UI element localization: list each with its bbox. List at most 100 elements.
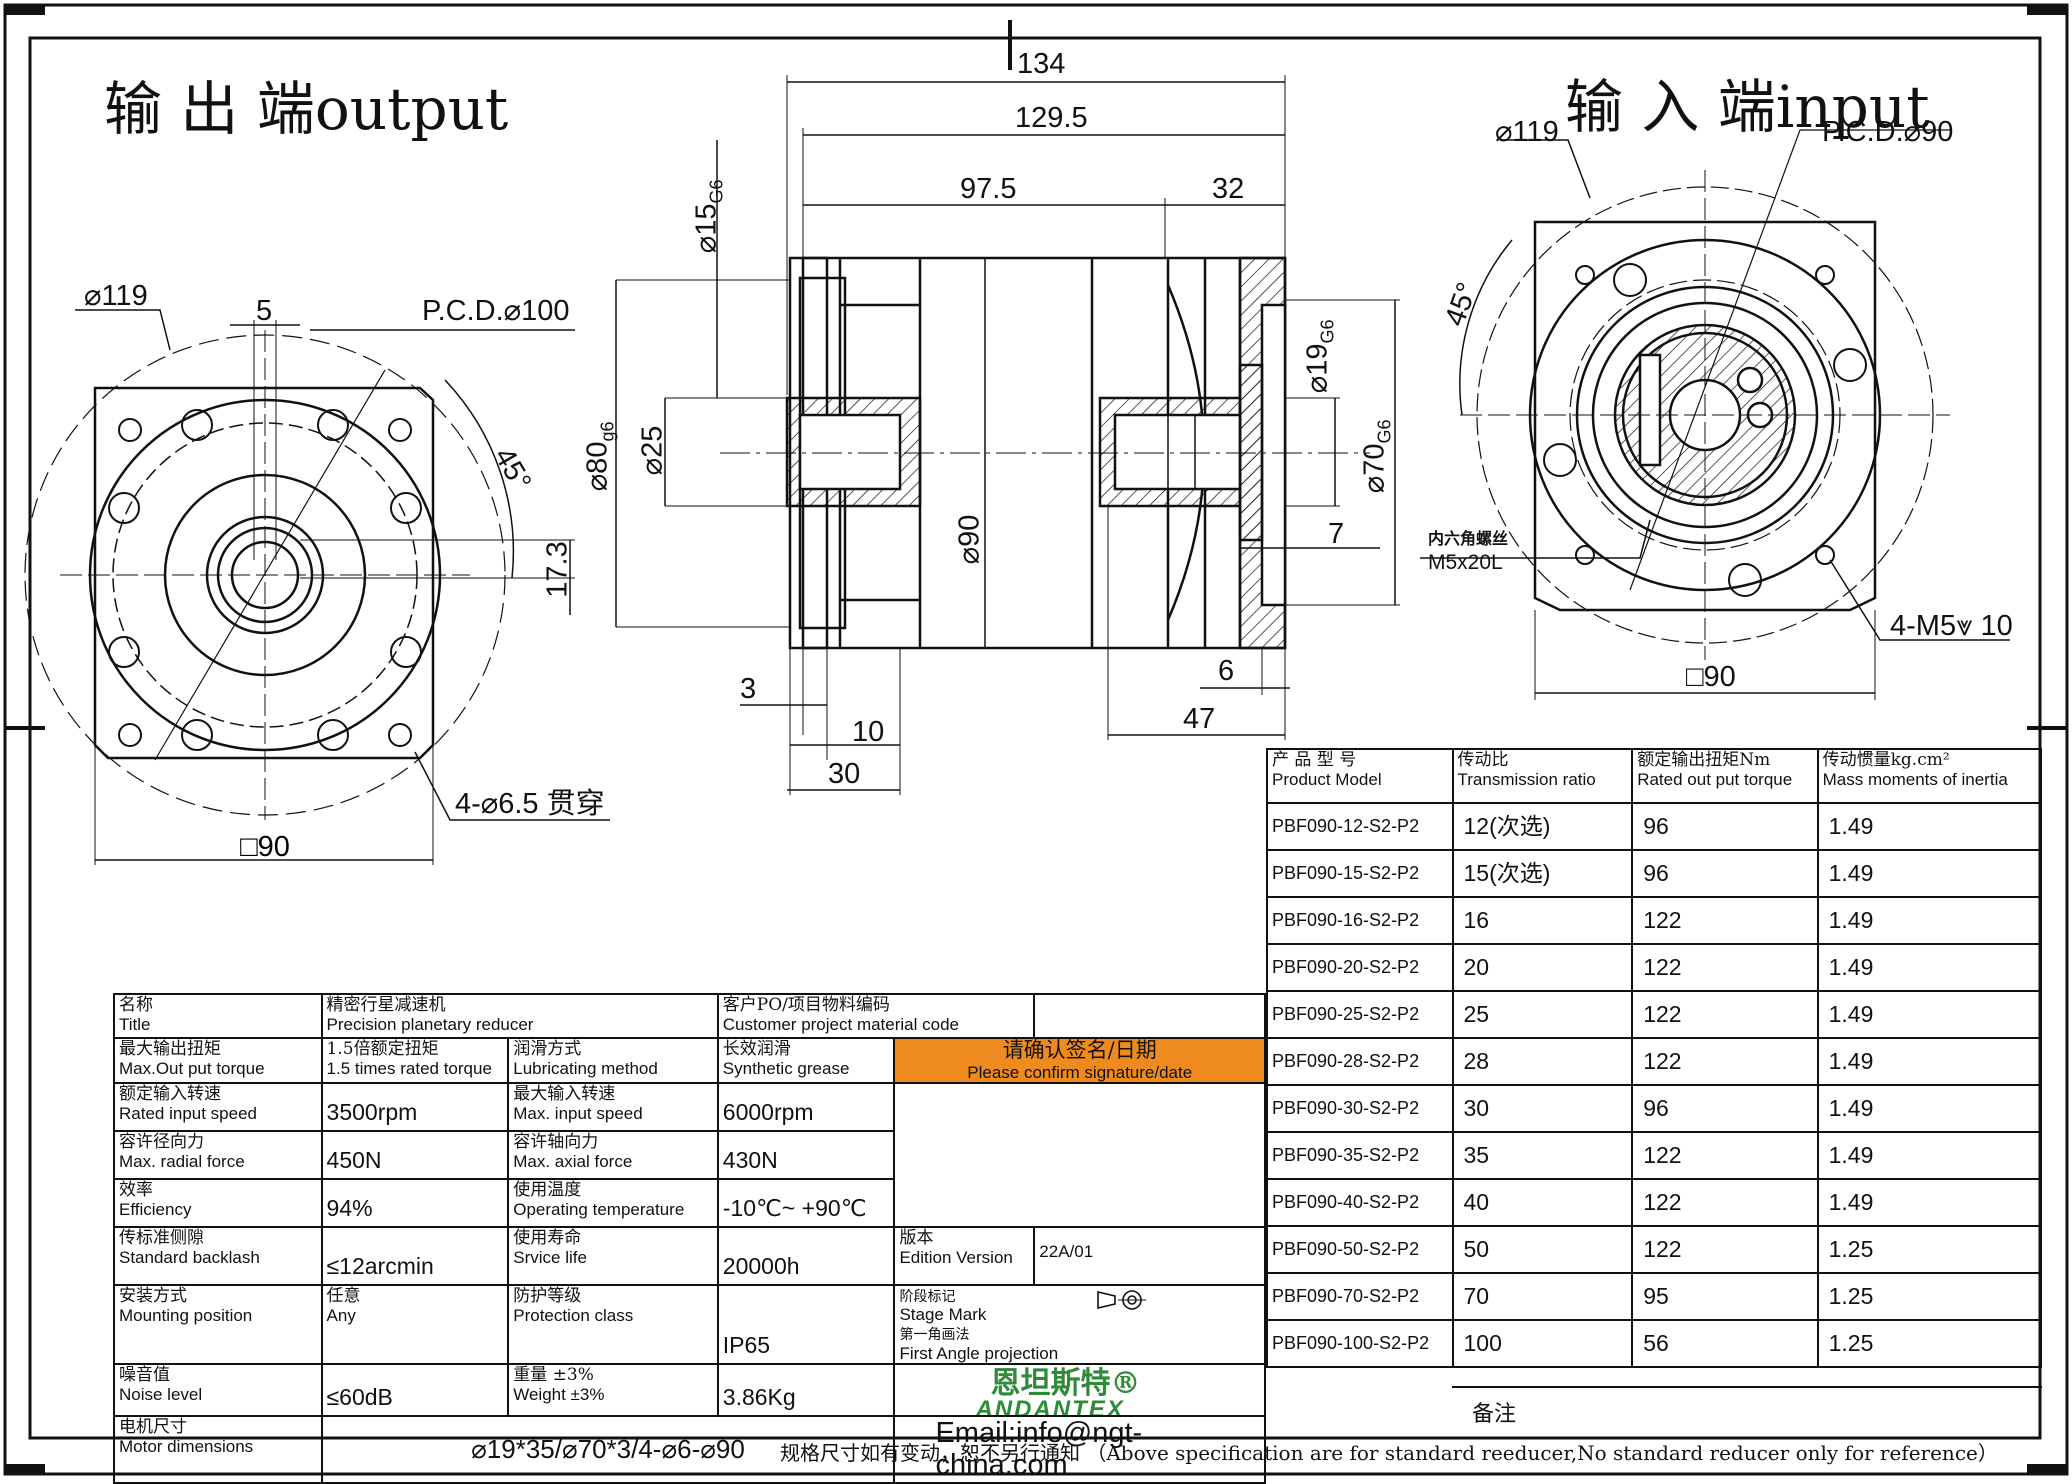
spigot70-dim: ⌀70G6 [1358,419,1395,494]
cell-model: PBF090-35-S2-P2 [1266,1131,1454,1180]
cell-torque: 122 [1631,1131,1819,1180]
d6-dim: 6 [1218,655,1235,687]
len-97-dim: 97.5 [960,173,1017,205]
cell-model: PBF090-25-S2-P2 [1266,990,1454,1039]
logo-cell: 恩坦斯特® ANDANTEX [893,1362,1266,1417]
cell-torque: 122 [1631,1225,1819,1274]
cell-model: PBF090-20-S2-P2 [1266,943,1454,992]
screw-label: M5x20L [1428,551,1503,574]
input-end-view [1420,129,2010,700]
cell-ratio: 20 [1451,943,1634,992]
output-end-view [24,309,610,865]
cell-ratio: 100 [1451,1319,1634,1368]
cell-inertia: 1.49 [1816,896,2043,945]
shaft25-dim: ⌀25 [636,425,669,476]
d7-dim: 7 [1328,518,1345,550]
cell-ratio: 50 [1451,1225,1634,1274]
output-holes-dim: 4-⌀6.5 贯穿 [455,788,605,820]
cell-model: PBF090-12-S2-P2 [1266,802,1454,851]
cell-torque: 95 [1631,1272,1819,1321]
cell-inertia: 1.49 [1816,1084,2043,1133]
cell-ratio: 15(次选) [1451,849,1634,898]
len-129-dim: 129.5 [1015,102,1088,134]
cell-ratio: 28 [1451,1037,1634,1086]
logo-cn: 恩坦斯特® [990,1365,1141,1401]
len-134-dim: 134 [1017,48,1066,80]
input-square-dim: □90 [1686,661,1736,693]
input-dia-dim: ⌀119 [1495,116,1559,148]
cell-torque: 56 [1631,1319,1819,1368]
cell-model: PBF090-28-S2-P2 [1266,1037,1454,1086]
cell-model: PBF090-15-S2-P2 [1266,849,1454,898]
cell-ratio: 70 [1451,1272,1634,1321]
cell-torque: 122 [1631,990,1819,1039]
d47-dim: 47 [1183,703,1216,735]
cell-torque: 122 [1631,1037,1819,1086]
key-height-dim: 17.3 [541,541,574,598]
len-32-dim: 32 [1212,173,1245,205]
cell-torque: 96 [1631,849,1819,898]
output-title: 输 出 端output [104,75,509,143]
screw-cn-label: 内六角螺丝 [1428,531,1509,548]
d30-dim: 30 [828,758,861,790]
cell-ratio: 40 [1451,1178,1634,1227]
cell-inertia: 1.49 [1816,802,2043,851]
customer-blank [1033,993,1266,1039]
input-pcd-dim: P.C.D.⌀90 [1822,116,1954,148]
tap-dim: 4-M5⩔ 10 [1890,610,2013,642]
signature-area[interactable] [893,1081,1266,1228]
d3-dim: 3 [740,673,757,705]
cell-inertia: 1.49 [1816,1037,2043,1086]
input-title: 输 入 端input [1565,73,1930,141]
cell-ratio: 12(次选) [1451,802,1634,851]
cell-inertia: 1.49 [1816,1178,2043,1227]
cell-inertia: 1.49 [1816,849,2043,898]
cell-ratio: 25 [1451,990,1634,1039]
body90-dim: ⌀90 [953,514,986,565]
d10-dim: 10 [852,716,885,748]
cell-model: PBF090-50-S2-P2 [1266,1225,1454,1274]
cell-inertia: 1.25 [1816,1225,2043,1274]
email[interactable]: Email:info@ngt-china.com [893,1414,1266,1484]
motor-dims: ⌀19*35/⌀70*3/4-⌀6-⌀90 [320,1414,896,1484]
footer-note: 规格尺寸如有变动，恕不另行通知 （Above specification are… [780,1441,1998,1465]
cell-model: PBF090-100-S2-P2 [1266,1319,1454,1368]
cell-ratio: 35 [1451,1131,1634,1180]
pilot80-dim: ⌀80g6 [581,421,618,492]
bore19-dim: ⌀19G6 [1301,319,1338,394]
cell-torque: 122 [1631,943,1819,992]
cell-inertia: 1.25 [1816,1319,2043,1368]
output-dia-dim: ⌀119 [84,280,148,312]
shaft15-dim: ⌀15G6 [690,179,727,254]
cell-inertia: 1.49 [1816,990,2043,1039]
cell-torque: 96 [1631,1084,1819,1133]
cell-inertia: 1.25 [1816,1272,2043,1321]
cell-model: PBF090-40-S2-P2 [1266,1178,1454,1227]
cell-model: PBF090-30-S2-P2 [1266,1084,1454,1133]
remark-cell: 备注 [1452,1386,2042,1432]
output-square-dim: □90 [240,831,290,863]
